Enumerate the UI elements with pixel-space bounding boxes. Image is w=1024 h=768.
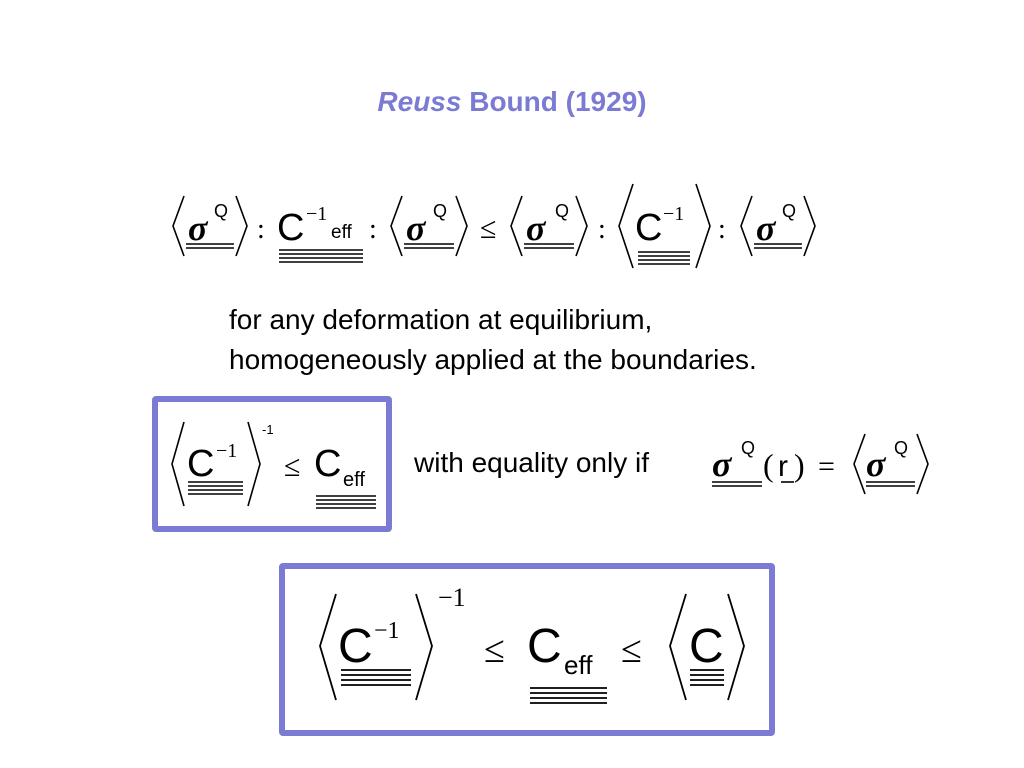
superscript-q: Q: [214, 201, 228, 221]
voigt-reuss-bounds-box: [279, 563, 775, 736]
inverse-superscript: −1: [374, 618, 400, 644]
slide-title: Reuss Bound (1929): [0, 86, 1024, 118]
condition-line-1: for any deformation at equilibrium,: [229, 304, 653, 335]
eff-subscript: eff: [564, 650, 593, 680]
sigma-symbol: σ: [866, 444, 887, 484]
leq-symbol: ≤: [480, 212, 496, 245]
condition-text: for any deformation at equilibrium, homo…: [229, 300, 757, 380]
superscript-q: Q: [782, 201, 796, 221]
superscript-q: Q: [741, 438, 755, 458]
condition-line-2: homogeneously applied at the boundaries.: [229, 344, 757, 375]
outer-inverse-superscript: −1: [438, 583, 466, 612]
c-symbol: C: [314, 443, 341, 485]
left-paren: (: [763, 447, 774, 483]
title-name-reuss: Reuss: [377, 86, 462, 117]
equality-condition-text: with equality only if: [414, 447, 650, 478]
eff-subscript: eff: [331, 222, 353, 243]
inverse-superscript: −1: [306, 203, 327, 225]
colon-symbol: :: [257, 214, 265, 245]
c-symbol: C: [527, 620, 562, 673]
colon-symbol: :: [598, 214, 606, 245]
c-symbol: C: [635, 207, 662, 249]
eff-subscript: eff: [343, 469, 365, 491]
sigma-symbol: σ: [526, 208, 547, 248]
sigma-symbol: σ: [188, 208, 209, 248]
leq-symbol: ≤: [284, 450, 300, 483]
inverse-superscript: −1: [216, 440, 237, 462]
superscript-q: Q: [894, 438, 908, 458]
c-symbol: C: [689, 620, 724, 673]
reuss-bound-box: [152, 396, 392, 532]
inverse-superscript: −1: [663, 203, 684, 225]
leq-symbol: ≤: [621, 629, 642, 671]
c-symbol: C: [277, 207, 304, 249]
equals-symbol: =: [818, 450, 835, 483]
c-symbol: C: [338, 620, 373, 673]
main-inequality: σ Q : C −1 eff : σ Q ≤ σ Q : C −1 : σ Q: [172, 183, 816, 269]
outer-inverse-superscript: -1: [262, 422, 274, 437]
sigma-symbol: σ: [406, 208, 427, 248]
superscript-q: Q: [555, 201, 569, 221]
sigma-symbol: σ: [756, 208, 777, 248]
position-r-symbol: r: [778, 450, 788, 483]
c-symbol: C: [187, 443, 214, 485]
colon-symbol: :: [369, 214, 377, 245]
leq-symbol: ≤: [484, 629, 505, 671]
right-paren: ): [794, 447, 805, 483]
title-rest: Bound (1929): [469, 86, 647, 117]
colon-symbol: :: [718, 214, 726, 245]
sigma-symbol: σ: [712, 444, 733, 484]
superscript-q: Q: [433, 201, 447, 221]
